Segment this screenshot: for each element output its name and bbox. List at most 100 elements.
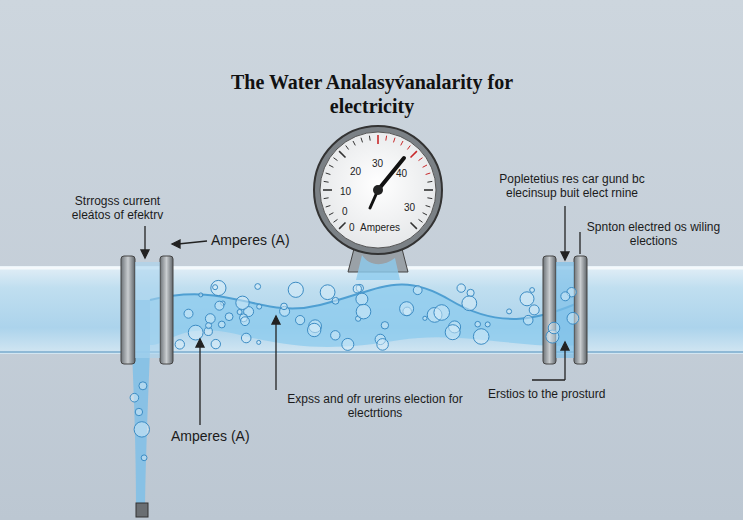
bubble — [288, 282, 303, 297]
water-surface — [150, 284, 585, 318]
bubble — [241, 333, 251, 343]
bubble — [331, 331, 340, 340]
bubble — [281, 303, 288, 310]
bubble — [485, 322, 490, 327]
gauge-tick — [329, 165, 333, 167]
bubble — [353, 285, 361, 293]
gauge-bezel — [314, 126, 442, 254]
gauge-tick — [423, 213, 427, 215]
bubble — [215, 301, 224, 310]
bubble — [237, 310, 242, 315]
bubble — [473, 329, 489, 345]
bubble — [561, 292, 570, 301]
arrowhead — [196, 339, 204, 347]
gauge-tick — [369, 136, 371, 141]
gauge-label: Amperes — [360, 222, 400, 234]
bubble — [434, 305, 450, 321]
gauge-tick — [426, 206, 431, 208]
left-flange — [121, 256, 135, 364]
gauge-tick — [334, 158, 338, 161]
bubble — [457, 284, 465, 292]
bubble — [139, 382, 147, 390]
arrowhead — [561, 342, 569, 350]
left-flange — [160, 256, 173, 364]
callout-text: Spnton electred os wiling elections — [586, 220, 721, 249]
bubble — [530, 288, 535, 293]
bubble — [188, 325, 203, 340]
bubble — [175, 340, 184, 349]
bubble — [462, 296, 477, 311]
gauge-tick — [427, 181, 432, 183]
arrowhead — [141, 250, 149, 258]
gauge-tick — [419, 219, 423, 222]
gauge-tick — [401, 141, 403, 145]
leader-line — [199, 345, 200, 425]
bubble — [296, 316, 305, 325]
bubble — [529, 305, 539, 315]
gauge-ticks — [323, 135, 433, 229]
gauge-tick — [407, 146, 410, 150]
bubble — [206, 323, 212, 329]
gauge-tick — [324, 181, 329, 183]
bubble — [184, 309, 193, 318]
arrowhead — [172, 240, 180, 248]
right-flange — [574, 256, 587, 364]
bubbles — [130, 280, 579, 460]
gauge-tick — [339, 151, 345, 157]
bubble — [141, 455, 147, 461]
gauge-tick — [334, 219, 338, 222]
bubble — [381, 322, 388, 329]
bubble — [567, 312, 579, 324]
bubble — [332, 297, 339, 304]
gauge-tick — [411, 223, 417, 229]
pipe-cap — [136, 503, 148, 517]
gauge-number: 0 — [342, 206, 348, 218]
gauge-face — [320, 132, 436, 248]
bubble — [548, 322, 560, 334]
gauge-number: 30 — [404, 202, 415, 214]
bubble — [218, 321, 225, 328]
gauge-tick — [326, 206, 331, 208]
bubble — [211, 339, 220, 348]
gauge-water — [356, 255, 400, 280]
leader-line — [178, 241, 207, 244]
gauge-pivot — [373, 185, 383, 195]
bubble — [445, 325, 460, 340]
bubble — [413, 286, 422, 295]
callout-text: Strrogss current eleátos of efektrv — [60, 194, 175, 223]
leader-line — [275, 322, 276, 390]
bubble — [523, 315, 533, 325]
bubble — [356, 293, 368, 305]
bubble — [423, 316, 427, 320]
gauge-tick — [423, 165, 427, 167]
leader-line — [579, 232, 580, 254]
gauge-number: 10 — [340, 186, 351, 198]
bubble — [342, 338, 354, 350]
bubble — [135, 408, 142, 415]
coupling — [135, 262, 160, 358]
gauge-number: 40 — [396, 168, 407, 180]
callout-text: Amperes (A) — [211, 232, 290, 249]
bubble — [377, 339, 389, 351]
gauge-tick — [426, 173, 431, 175]
bubble — [134, 422, 149, 437]
bubble — [255, 284, 261, 290]
gauge-tick — [411, 151, 417, 157]
gauge-number: 30 — [372, 158, 383, 170]
bubble — [467, 289, 474, 296]
gauge-tick — [361, 138, 363, 143]
bubble — [225, 313, 233, 321]
gauge-tick — [323, 189, 332, 191]
bubble — [475, 321, 481, 327]
leader-line — [564, 348, 565, 380]
bubble — [308, 323, 321, 336]
gauge-tick — [339, 223, 345, 229]
gauge-tick — [329, 213, 333, 215]
leader-line — [144, 226, 145, 252]
gauge-tick — [346, 146, 349, 150]
arrowhead — [272, 316, 280, 324]
bubble — [320, 285, 335, 300]
diagram-title: The Water Analasyv́analarity for electri… — [227, 70, 517, 118]
bubble — [205, 314, 215, 324]
bubble — [400, 302, 414, 316]
